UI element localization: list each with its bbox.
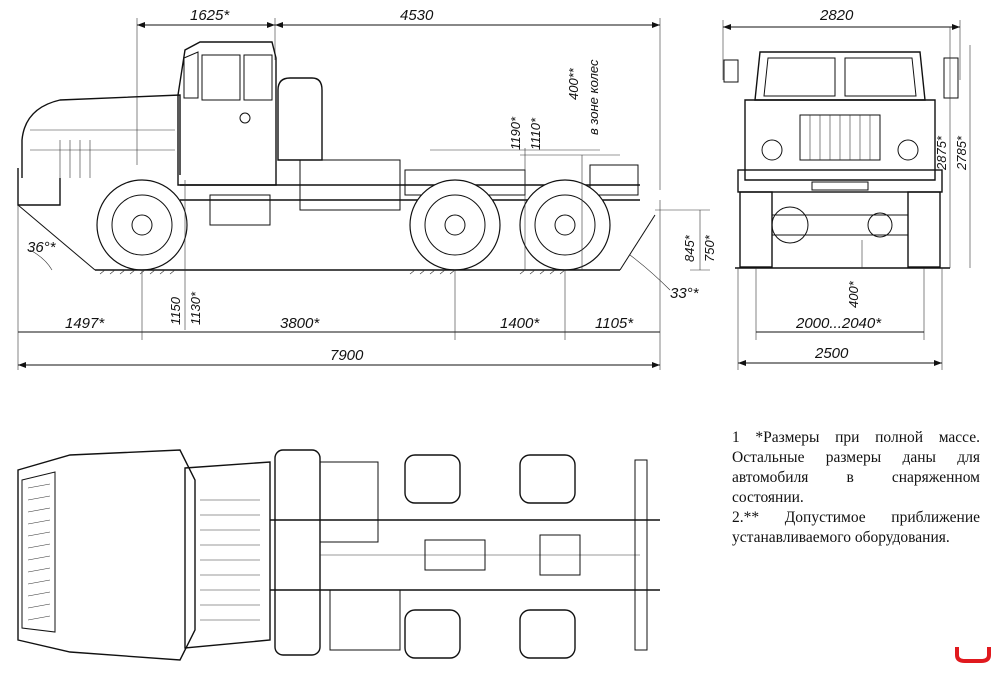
dim-4530: 4530 bbox=[400, 7, 434, 24]
dim-1150: 1150 bbox=[168, 296, 183, 325]
note-1: 1 *Размеры при полной массе. Остальные р… bbox=[732, 429, 980, 506]
dim-2500: 2500 bbox=[814, 345, 849, 362]
wheel-zone-note: в зоне колес bbox=[586, 59, 601, 135]
brand-mark-icon bbox=[955, 647, 991, 663]
front-view: 2820 2875* 2785* 400* bbox=[722, 7, 971, 370]
dim-2785: 2785* bbox=[954, 135, 969, 171]
top-view bbox=[17, 449, 660, 661]
dim-750: 750* bbox=[702, 234, 717, 262]
angle-front: 36°* bbox=[27, 239, 57, 256]
dim-1110: 1110* bbox=[528, 117, 543, 150]
dim-400-side: 400** bbox=[566, 67, 581, 100]
rear-wheel-1 bbox=[409, 179, 501, 271]
dim-845: 845* bbox=[682, 234, 697, 262]
angle-rear: 33°* bbox=[670, 285, 700, 302]
side-view: 1625* 4530 bbox=[17, 7, 717, 370]
dim-400-front: 400* bbox=[846, 280, 861, 308]
notes-block: 1 *Размеры при полной массе. Остальные р… bbox=[732, 428, 980, 548]
dim-2875: 2875* bbox=[934, 135, 949, 171]
dim-3800: 3800* bbox=[280, 315, 320, 332]
dim-2820: 2820 bbox=[819, 7, 854, 24]
dim-1625: 1625* bbox=[190, 7, 230, 24]
front-wheel bbox=[96, 179, 188, 271]
dim-1400: 1400* bbox=[500, 315, 540, 332]
dim-1497: 1497* bbox=[65, 315, 105, 332]
rear-wheel-2 bbox=[519, 179, 611, 271]
dim-1105: 1105* bbox=[595, 315, 634, 332]
dim-7900: 7900 bbox=[330, 347, 364, 364]
dim-track: 2000...2040* bbox=[795, 315, 882, 332]
dim-1190: 1190* bbox=[508, 116, 523, 150]
dim-1130: 1130* bbox=[188, 291, 203, 325]
note-2: 2.** Допустимое приближение устанавливае… bbox=[732, 509, 980, 546]
